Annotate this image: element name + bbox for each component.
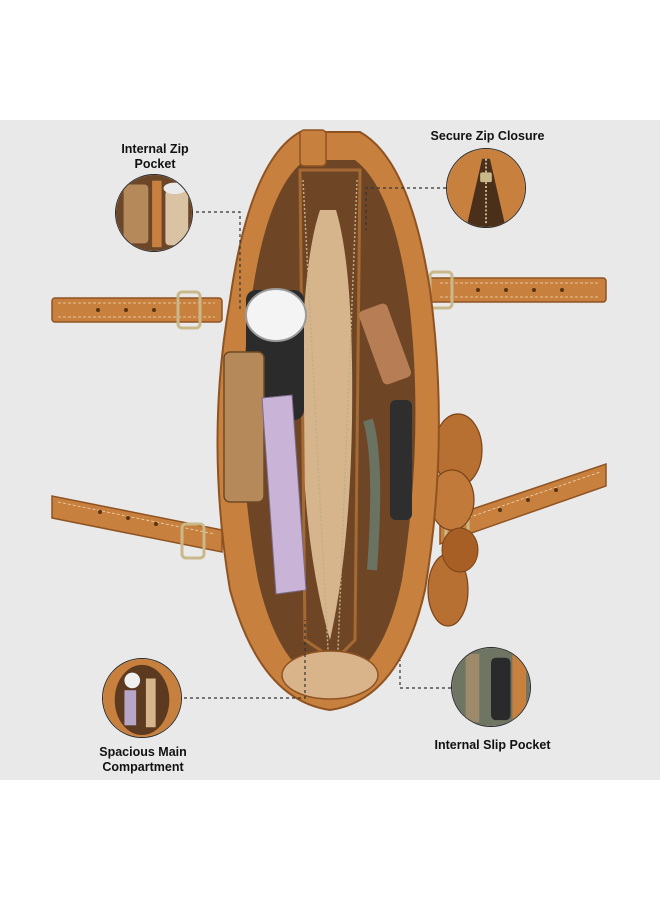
secure-zip-closure-thumbnail: [446, 148, 526, 228]
spacious-main-compartment-label-line2: Compartment: [102, 760, 184, 774]
spacious-main-compartment-label: Spacious Main Compartment: [88, 745, 198, 775]
internal-slip-pocket-label-line1: Internal Slip Pocket: [434, 738, 551, 752]
internal-slip-pocket-thumbnail: [451, 647, 531, 727]
secure-zip-closure-label: Secure Zip Closure: [415, 129, 560, 144]
product-image-panel: Internal Zip Pocket Secure Zip Closure S…: [0, 120, 660, 780]
leader-lines: [184, 187, 451, 699]
internal-zip-pocket-thumbnail: [115, 174, 193, 252]
internal-zip-pocket-label: Internal Zip Pocket: [105, 142, 205, 172]
secure-zip-closure-label-line1: Secure Zip Closure: [430, 129, 545, 143]
main-compartment-detail-image: [103, 659, 181, 737]
internal-slip-pocket-label: Internal Slip Pocket: [420, 738, 565, 753]
right-straps: [427, 270, 607, 546]
spacious-main-compartment-label-line1: Spacious Main: [99, 745, 187, 759]
zip-pocket-detail-image: [116, 175, 192, 251]
handbag-illustration: [51, 129, 607, 712]
slip-pocket-detail-image: [452, 648, 530, 726]
internal-zip-pocket-label-line2: Pocket: [134, 157, 176, 171]
internal-zip-pocket-label-line1: Internal Zip: [121, 142, 189, 156]
spacious-main-compartment-thumbnail: [102, 658, 182, 738]
left-straps: [51, 290, 223, 560]
zip-closure-detail-image: [447, 149, 525, 227]
flower-decoration: [427, 413, 483, 627]
bag-body: [216, 129, 440, 712]
